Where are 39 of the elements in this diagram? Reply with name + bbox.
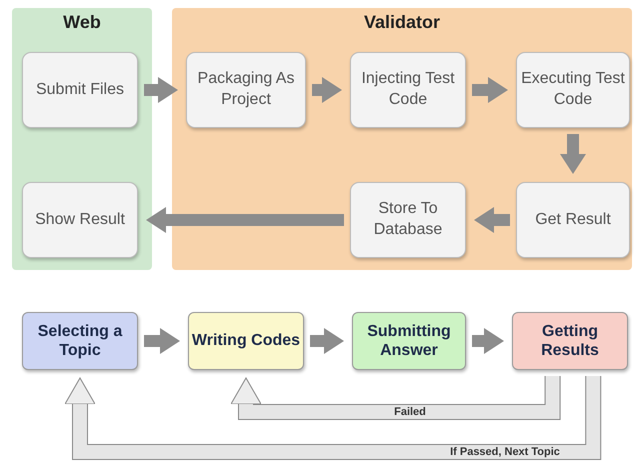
step-label: Get Result [535, 210, 611, 230]
process-box [350, 52, 466, 128]
step-box [352, 312, 466, 370]
arrow [144, 77, 178, 103]
edge-label: Failed [392, 406, 428, 418]
process-box [22, 52, 138, 128]
step-label: Injecting Test Code [360, 69, 456, 110]
arrow [560, 134, 586, 174]
panel-title: Validator [364, 12, 440, 33]
step-label: Writing Codes [192, 331, 300, 351]
arrow [472, 77, 508, 103]
arrow [146, 207, 344, 233]
panel-title: Web [63, 12, 101, 33]
arrow [310, 328, 344, 354]
process-box [516, 182, 630, 258]
process-box [516, 52, 630, 128]
process-box [22, 182, 138, 258]
step-label: Store To Database [372, 199, 444, 240]
arrow [312, 77, 342, 103]
arrow [144, 328, 180, 354]
step-label: Submitting Answer [366, 322, 452, 360]
edge-label: If Passed, Next Topic [448, 446, 562, 458]
step-label: Show Result [35, 210, 125, 230]
step-label: Executing Test Code [520, 69, 626, 110]
feedback-arrow [230, 376, 561, 420]
arrow [472, 328, 504, 354]
step-label: Selecting a Topic [36, 322, 124, 360]
process-box [350, 182, 466, 258]
step-label: Getting Results [540, 322, 600, 360]
step-label: Submit Files [36, 80, 124, 100]
arrow [474, 207, 510, 233]
step-box [188, 312, 304, 370]
feedback-arrow [64, 376, 602, 460]
process-box [186, 52, 306, 128]
step-box [512, 312, 628, 370]
group-panel [12, 8, 152, 270]
group-panel [172, 8, 632, 270]
step-label: Packaging As Project [196, 69, 296, 110]
step-box [22, 312, 138, 370]
